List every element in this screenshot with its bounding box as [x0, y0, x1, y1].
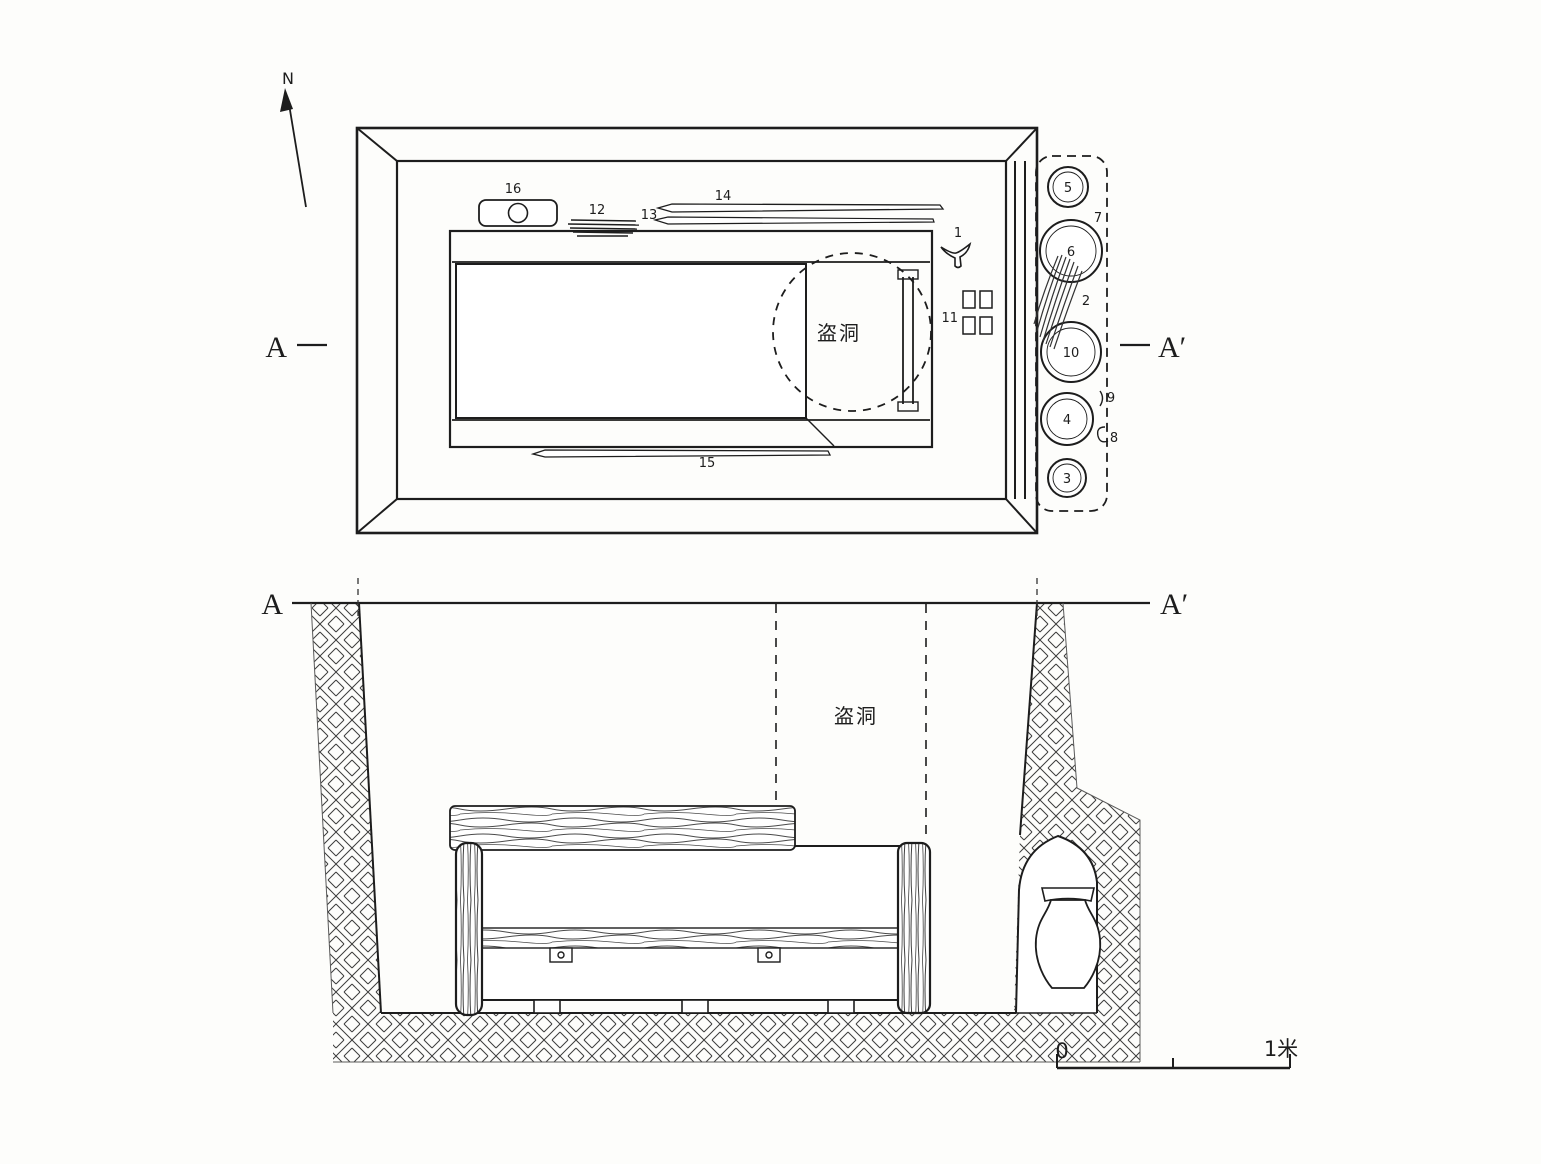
- section-coffin: [449, 805, 932, 1017]
- label-1: 1: [954, 226, 962, 241]
- plan-artifact-labels: 16 12 13 14 1 11 15 5 6 10 4 3 7 2 9 8: [505, 181, 1118, 487]
- vessel-5: [1047, 166, 1089, 208]
- artifact-15-rod: [530, 449, 832, 458]
- artifact-14-rod: [655, 203, 945, 213]
- label-7: 7: [1094, 211, 1102, 226]
- label-13: 13: [641, 208, 658, 223]
- label-6: 6: [1067, 245, 1075, 260]
- north-label: N: [282, 69, 294, 88]
- label-4: 4: [1063, 413, 1071, 428]
- vessel-rim: [1040, 887, 1096, 902]
- artifact-2-bundle: [1033, 254, 1083, 350]
- label-16: 16: [505, 182, 522, 197]
- artifact-1-fork: [940, 241, 972, 269]
- scale-bar: 0 1米: [1055, 1037, 1298, 1070]
- coffin-end-cap-right: [896, 841, 932, 1015]
- pit-wall-left: [358, 602, 382, 1014]
- plan-east-niche: [1033, 155, 1109, 512]
- plan-section-line: A A′: [265, 331, 1186, 364]
- label-2: 2: [1082, 294, 1090, 309]
- label-14: 14: [715, 189, 732, 204]
- scale-max-label: 1米: [1264, 1037, 1298, 1061]
- niche-arch-outline: [1015, 834, 1098, 1014]
- plan-artifacts: [478, 199, 993, 458]
- displaced-cover-plank: [449, 805, 796, 851]
- label-15: 15: [699, 456, 716, 471]
- label-3: 3: [1063, 472, 1071, 487]
- coffin-feet: [533, 999, 855, 1014]
- plan-pit-outline: [355, 126, 1039, 535]
- scale-zero-label: 0: [1055, 1039, 1068, 1063]
- label-12: 12: [589, 203, 606, 218]
- section-robber-hole-label: 盗洞: [834, 704, 878, 728]
- artifact-9-mark: [1099, 390, 1104, 407]
- plan-view: 盗洞: [265, 126, 1186, 535]
- vessel-10: [1040, 321, 1102, 383]
- vessel-4: [1040, 392, 1094, 446]
- plan-robber-hole: 盗洞: [772, 252, 932, 412]
- artifact-11-plaques: [962, 290, 993, 335]
- section-view: 盗洞: [261, 578, 1188, 1063]
- coffin-side-plank: [480, 927, 901, 949]
- plan-robber-hole-label: 盗洞: [817, 321, 861, 345]
- label-10: 10: [1063, 346, 1080, 361]
- section-line-labels: A A′: [261, 578, 1188, 621]
- niche-vessel: [1034, 887, 1102, 989]
- artifact-12-strips: [567, 219, 640, 237]
- label-8: 8: [1110, 431, 1118, 446]
- artifact-8-mark: [1096, 426, 1109, 443]
- coffin-end-cap-left: [454, 841, 484, 1017]
- coffin-body: [480, 845, 901, 1001]
- plan-marker-a-prime: A′: [1158, 331, 1186, 364]
- north-arrow-shaft: [288, 103, 307, 208]
- label-5: 5: [1064, 181, 1072, 196]
- section-marker-a-prime: A′: [1160, 588, 1188, 621]
- plan-marker-a: A: [265, 331, 287, 364]
- earth-floor: [333, 1013, 1140, 1062]
- section-marker-a: A: [261, 588, 283, 621]
- plan-coffin: [455, 263, 807, 419]
- coffin-cleats: [549, 947, 781, 963]
- artifact-13-rod: [652, 216, 935, 225]
- vessel-3: [1047, 458, 1087, 498]
- plan-burial-chamber: [448, 229, 934, 449]
- coffin-end-caps: [454, 841, 932, 1017]
- vessel-6: [1039, 219, 1103, 283]
- artifact-16-box: [478, 199, 558, 227]
- label-9: 9: [1107, 391, 1115, 406]
- niche-outline-dashed: [1035, 155, 1108, 512]
- section-robber-hole: 盗洞: [775, 604, 927, 838]
- north-arrow-head: [280, 88, 293, 112]
- label-11: 11: [941, 311, 958, 326]
- vessel-body: [1034, 899, 1102, 989]
- north-arrow: N: [280, 69, 307, 208]
- pit-wall-right: [1019, 602, 1038, 836]
